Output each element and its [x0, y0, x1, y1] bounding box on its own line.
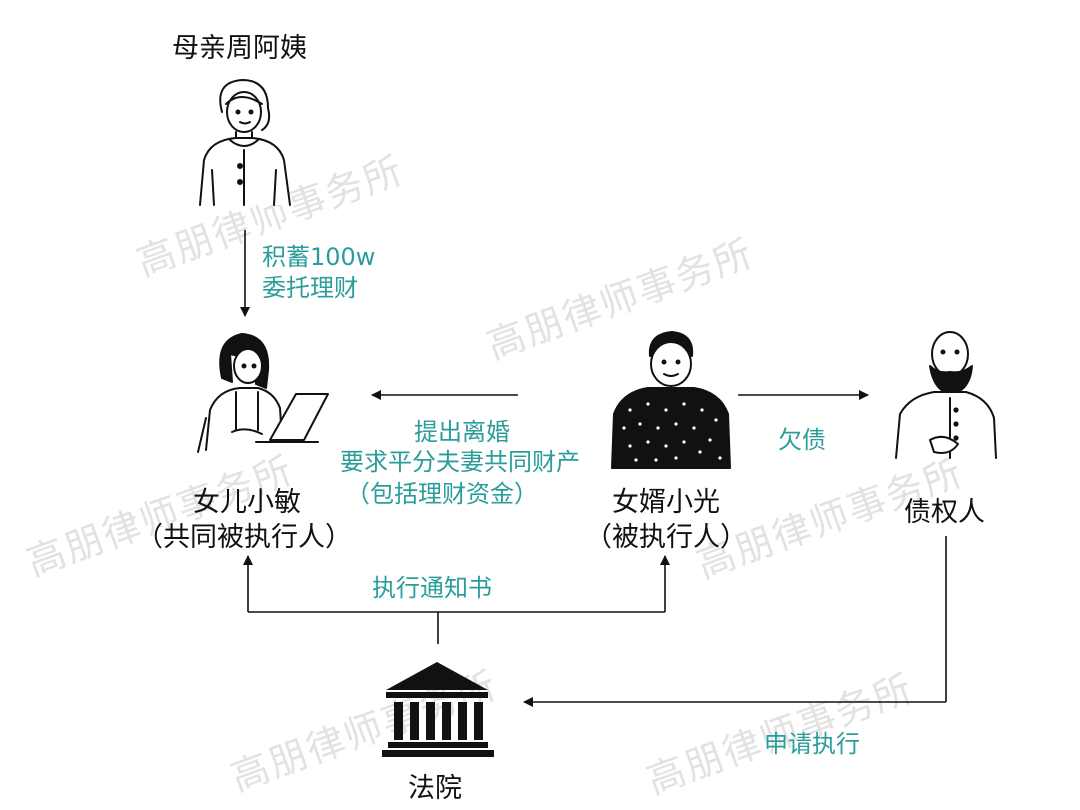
court-name: 法院 [408, 773, 462, 804]
soninlaw-role: （被执行人） [585, 522, 747, 553]
creditor-name: 债权人 [904, 497, 985, 528]
daughter-illustration [197, 333, 329, 453]
edge-label-entrust: 委托理财 [262, 274, 358, 302]
creditor-illustration [895, 331, 997, 459]
daughter-name: 女儿小敏 [193, 487, 301, 518]
edge-label-enforcement-notice: 执行通知书 [372, 574, 492, 602]
edge-label-divorce: 提出离婚 [414, 418, 510, 446]
edge-label-apply-enforcement: 申请执行 [764, 730, 860, 758]
daughter-role: （共同被执行人） [136, 522, 352, 553]
soninlaw-illustration [611, 331, 731, 469]
edge-label-including-funds: （包括理财资金） [346, 480, 538, 508]
edge-label-split-property: 要求平分夫妻共同财产 [340, 448, 580, 476]
edge-creditor-to-court [523, 536, 947, 707]
court-building-icon [382, 662, 494, 757]
soninlaw-name: 女婿小光 [612, 487, 720, 518]
edge-court-to-parties [243, 555, 670, 644]
edge-label-savings: 积蓄100w [262, 243, 376, 271]
mother-name: 母亲周阿姨 [172, 33, 307, 64]
edge-label-debt: 欠债 [778, 426, 826, 454]
mother-illustration [199, 79, 291, 206]
